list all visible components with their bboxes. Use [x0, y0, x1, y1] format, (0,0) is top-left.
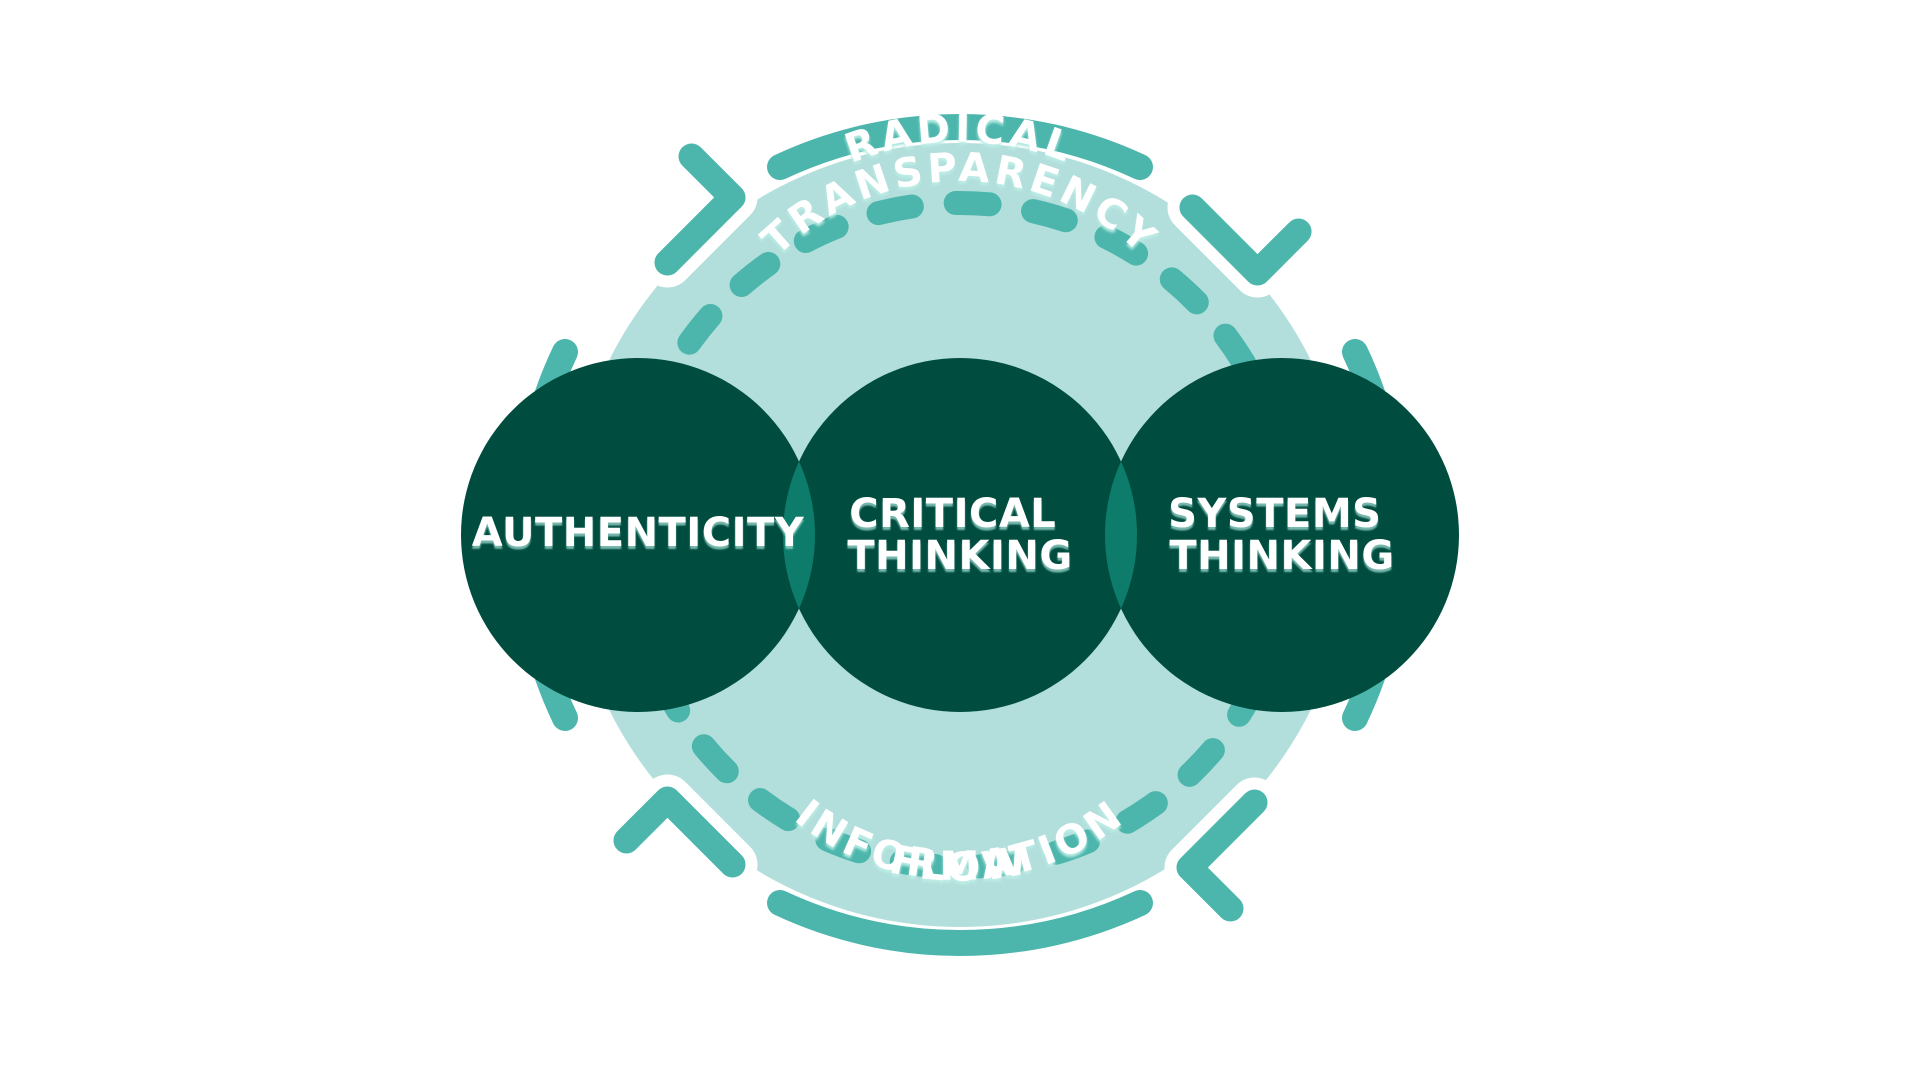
ring-text-flow: FLOW — [886, 837, 1034, 891]
arrow-top-left-icon[interactable] — [626, 131, 758, 288]
arrow-glyph — [1179, 194, 1312, 286]
venn-circle-critical-thinking[interactable] — [783, 358, 1137, 712]
arrow-glyph — [1176, 789, 1268, 922]
venn-label-authenticity: AUTHENTICITY — [472, 510, 805, 556]
venn-label-line: SYSTEMS — [1168, 491, 1381, 537]
venn-circle-systems-thinking[interactable] — [1105, 358, 1459, 712]
venn-label-systems-thinking: SYSTEMS THINKING — [1168, 491, 1396, 579]
arrow-glyph — [654, 143, 746, 276]
venn-label-line: THINKING — [847, 533, 1072, 579]
arrow-top-right-icon[interactable] — [1167, 166, 1324, 298]
venn-label-critical-thinking: CRITICAL THINKING — [847, 491, 1072, 579]
arrow-bottom-left-icon[interactable] — [601, 774, 758, 905]
arrow-bottom-right-icon[interactable] — [1164, 777, 1295, 934]
venn-circle-authenticity[interactable] — [461, 358, 815, 712]
arrow-glyph — [613, 786, 746, 878]
outer-ring-arc-bottom — [767, 890, 1153, 956]
venn-label-line: CRITICAL — [849, 491, 1056, 537]
venn-label-line: THINKING — [1169, 533, 1394, 579]
outer-ring-arc-top — [767, 114, 1153, 180]
